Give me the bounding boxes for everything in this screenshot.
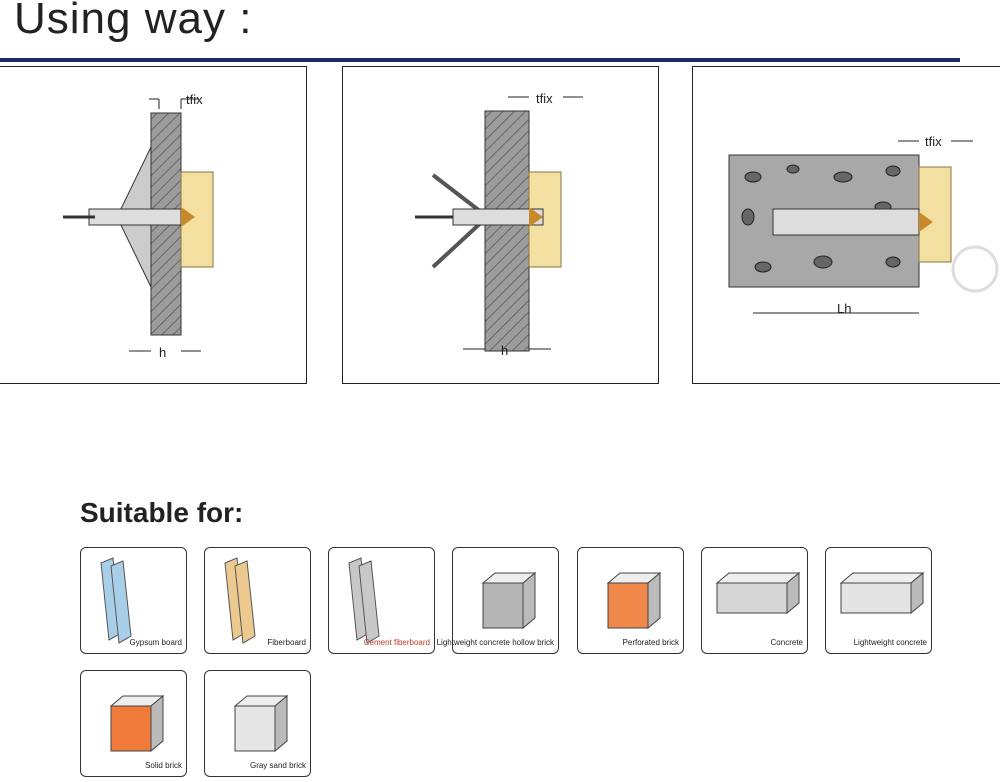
suitable-heading: Suitable for: [80,497,244,528]
material-tile: Lightweight concrete hollow brick [437,547,559,654]
material-tile: Concrete [701,547,808,654]
material-illustration [348,557,380,644]
material-illustration [839,571,925,615]
title-divider [0,58,960,62]
material-label: Gypsum board [129,638,182,647]
diagram-panel-hollow-wall-1: tfix h [0,66,307,384]
material-label: Perforated brick [622,638,679,647]
material-illustration [224,557,256,644]
material-tile: Perforated brick [577,547,684,654]
material-illustration [481,571,537,630]
material-illustration [233,694,289,753]
h-label: h [159,345,166,360]
tfix-label: tfix [536,91,553,106]
page-title: Using way : [14,0,253,43]
diagram-panel-hollow-wall-2: tfix h [342,66,659,384]
material-illustration [715,571,801,615]
material-label: Lightweight concrete hollow brick [436,638,554,647]
material-illustration [606,571,662,630]
material-tile: Cement fiberboard [328,547,435,654]
h-label: h [501,343,508,358]
material-illustration [100,557,132,644]
tfix-label: tfix [925,134,942,149]
material-label: Fiberboard [267,638,306,647]
material-label: Concrete [770,638,803,647]
lh-label: Lh [837,301,851,316]
diagram-panel-concrete: tfix Lh [692,66,1000,384]
material-label: Lightweight concrete [853,638,927,647]
material-label: Cement fiberboard [363,638,430,647]
material-label: Solid brick [145,761,182,770]
tfix-label: tfix [186,92,203,107]
material-tile: Gray sand brick [204,670,311,777]
next-arrow-icon [951,245,999,293]
material-label: Gray sand brick [249,761,306,770]
material-tile: Lightweight concrete [825,547,932,654]
material-tile: Solid brick [80,670,187,777]
material-illustration [109,694,165,753]
material-tile: Gypsum board [80,547,187,654]
material-tile: Fiberboard [204,547,311,654]
